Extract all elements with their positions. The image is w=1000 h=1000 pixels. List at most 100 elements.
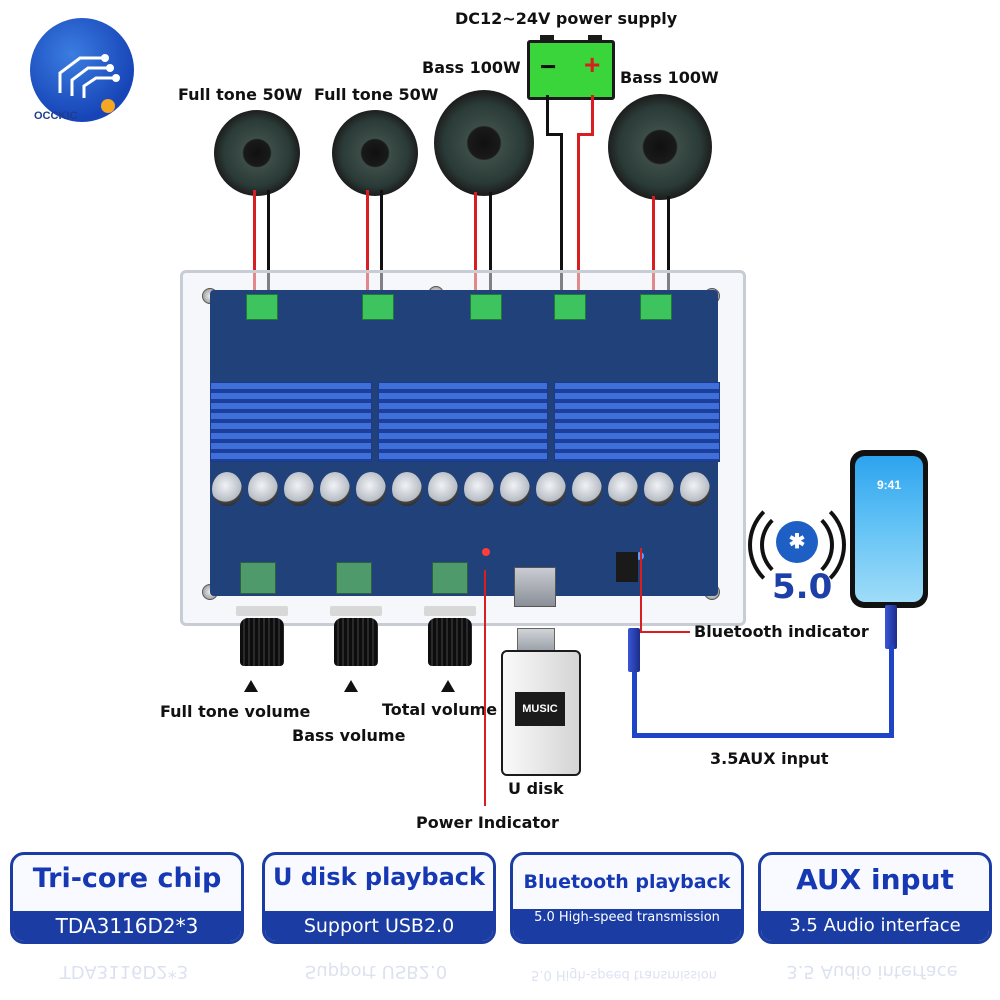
u-disk-label: U disk: [508, 779, 564, 798]
full-tone-volume-label: Full tone volume: [160, 702, 311, 721]
total-potentiometer: [432, 562, 468, 594]
speaker-bass-right: [608, 94, 712, 200]
phone-screen: 9:41: [855, 456, 923, 602]
capacitor: [356, 472, 386, 506]
aux-input-label: 3.5AUX input: [710, 749, 829, 768]
bluetooth-indicator-pointer: [640, 631, 690, 633]
wire-red: [253, 190, 256, 300]
aux-plug: [628, 628, 640, 672]
feature-badge-aux: AUX input 3.5 Audio interface: [758, 852, 992, 944]
total-volume-knob[interactable]: [428, 618, 472, 666]
wire-red: [591, 95, 594, 135]
speaker-full-tone-2: [332, 110, 418, 196]
reflection: 3.5 Audio interface: [786, 961, 958, 982]
full-tone-potentiometer: [240, 562, 276, 594]
reflection: 5.0 High-speed transmission: [531, 967, 717, 982]
bass-label-left: Bass 100W: [422, 58, 521, 77]
capacitor: [392, 472, 422, 506]
circuit-icon: [58, 54, 120, 113]
heatsink-left: [210, 382, 372, 462]
u-disk-drive[interactable]: MUSIC: [501, 650, 581, 776]
full-tone-label-1: Full tone 50W: [178, 85, 303, 104]
bluetooth-version: 5.0: [772, 567, 833, 607]
bass-volume-knob[interactable]: [334, 618, 378, 666]
wire-red: [366, 190, 369, 300]
knob-shaft: [424, 606, 476, 616]
plus-icon: +: [584, 49, 601, 80]
logo-text: OCCKIC: [34, 110, 78, 122]
capacitor: [428, 472, 458, 506]
bass-label-right: Bass 100W: [620, 68, 719, 87]
capacitor: [464, 472, 494, 506]
heatsink-center: [378, 382, 548, 462]
heatsink-right: [554, 382, 720, 462]
speaker-terminal: [470, 294, 502, 320]
speaker-terminal: [362, 294, 394, 320]
speaker-full-tone-1: [214, 110, 300, 196]
aux-plug: [885, 605, 897, 649]
bass-volume-label: Bass volume: [292, 726, 406, 745]
power-indicator-pointer: [484, 570, 486, 806]
wire-black: [267, 190, 270, 300]
speaker-bass-left: [434, 90, 534, 196]
bass-potentiometer: [336, 562, 372, 594]
power-indicator-label: Power Indicator: [416, 813, 559, 832]
wire-red: [577, 133, 580, 300]
feature-badge-bluetooth: Bluetooth playback 5.0 High-speed transm…: [510, 852, 744, 944]
speaker-terminal: [246, 294, 278, 320]
wire-red: [578, 133, 594, 136]
total-volume-label: Total volume: [382, 700, 498, 719]
power-supply-label: DC12~24V power supply: [455, 9, 678, 28]
knob-shaft: [330, 606, 382, 616]
full-tone-label-2: Full tone 50W: [314, 85, 439, 104]
amplifier-board: [210, 290, 720, 596]
speaker-terminal: [640, 294, 672, 320]
bluetooth-indicator-label: Bluetooth indicator: [694, 622, 869, 641]
capacitor: [320, 472, 350, 506]
wire-black: [546, 95, 549, 135]
feature-subtitle: 3.5 Audio interface: [761, 911, 989, 941]
capacitor: [212, 472, 242, 506]
wire-red: [474, 192, 477, 300]
feature-subtitle: Support USB2.0: [265, 911, 493, 941]
power-terminal: [554, 294, 586, 320]
reflection: Support USB2.0: [304, 961, 448, 982]
usb-port[interactable]: [514, 567, 556, 607]
capacitor: [608, 472, 638, 506]
bluetooth-indicator-pointer: [640, 548, 642, 632]
capacitor: [248, 472, 278, 506]
capacitor: [644, 472, 674, 506]
capacitor: [536, 472, 566, 506]
arrow-up-icon: [244, 680, 258, 692]
capacitor: [572, 472, 602, 506]
feature-title: AUX input: [796, 863, 954, 896]
music-tag: MUSIC: [515, 692, 565, 726]
feature-title: U disk playback: [273, 863, 485, 891]
aux-cable: [889, 645, 894, 737]
smartphone: 9:41: [850, 450, 928, 608]
wire-black: [489, 192, 492, 300]
knob-shaft: [236, 606, 288, 616]
capacitor: [284, 472, 314, 506]
feature-subtitle: 5.0 High-speed transmission: [513, 909, 741, 941]
wire-black: [546, 133, 562, 136]
feature-badge-udisk: U disk playback Support USB2.0: [262, 852, 496, 944]
brand-logo: OCCKIC: [30, 18, 134, 122]
wire-red: [652, 196, 655, 300]
feature-badge-chip: Tri-core chip TDA3116D2*3: [10, 852, 244, 944]
arrow-up-icon: [441, 680, 455, 692]
aux-cable: [632, 668, 637, 738]
arrow-up-icon: [344, 680, 358, 692]
wire-black: [380, 190, 383, 300]
signal-wave-icon: [748, 496, 846, 594]
wire-black: [560, 133, 563, 300]
full-tone-volume-knob[interactable]: [240, 618, 284, 666]
battery-terminal-positive: [588, 35, 602, 41]
capacitor: [500, 472, 530, 506]
minus-icon: −: [540, 51, 557, 82]
feature-title: Bluetooth playback: [523, 871, 731, 893]
phone-time: 9:41: [876, 478, 902, 492]
aux-jack: [616, 552, 638, 582]
battery-terminal-negative: [540, 35, 554, 41]
feature-title: Tri-core chip: [32, 863, 222, 894]
